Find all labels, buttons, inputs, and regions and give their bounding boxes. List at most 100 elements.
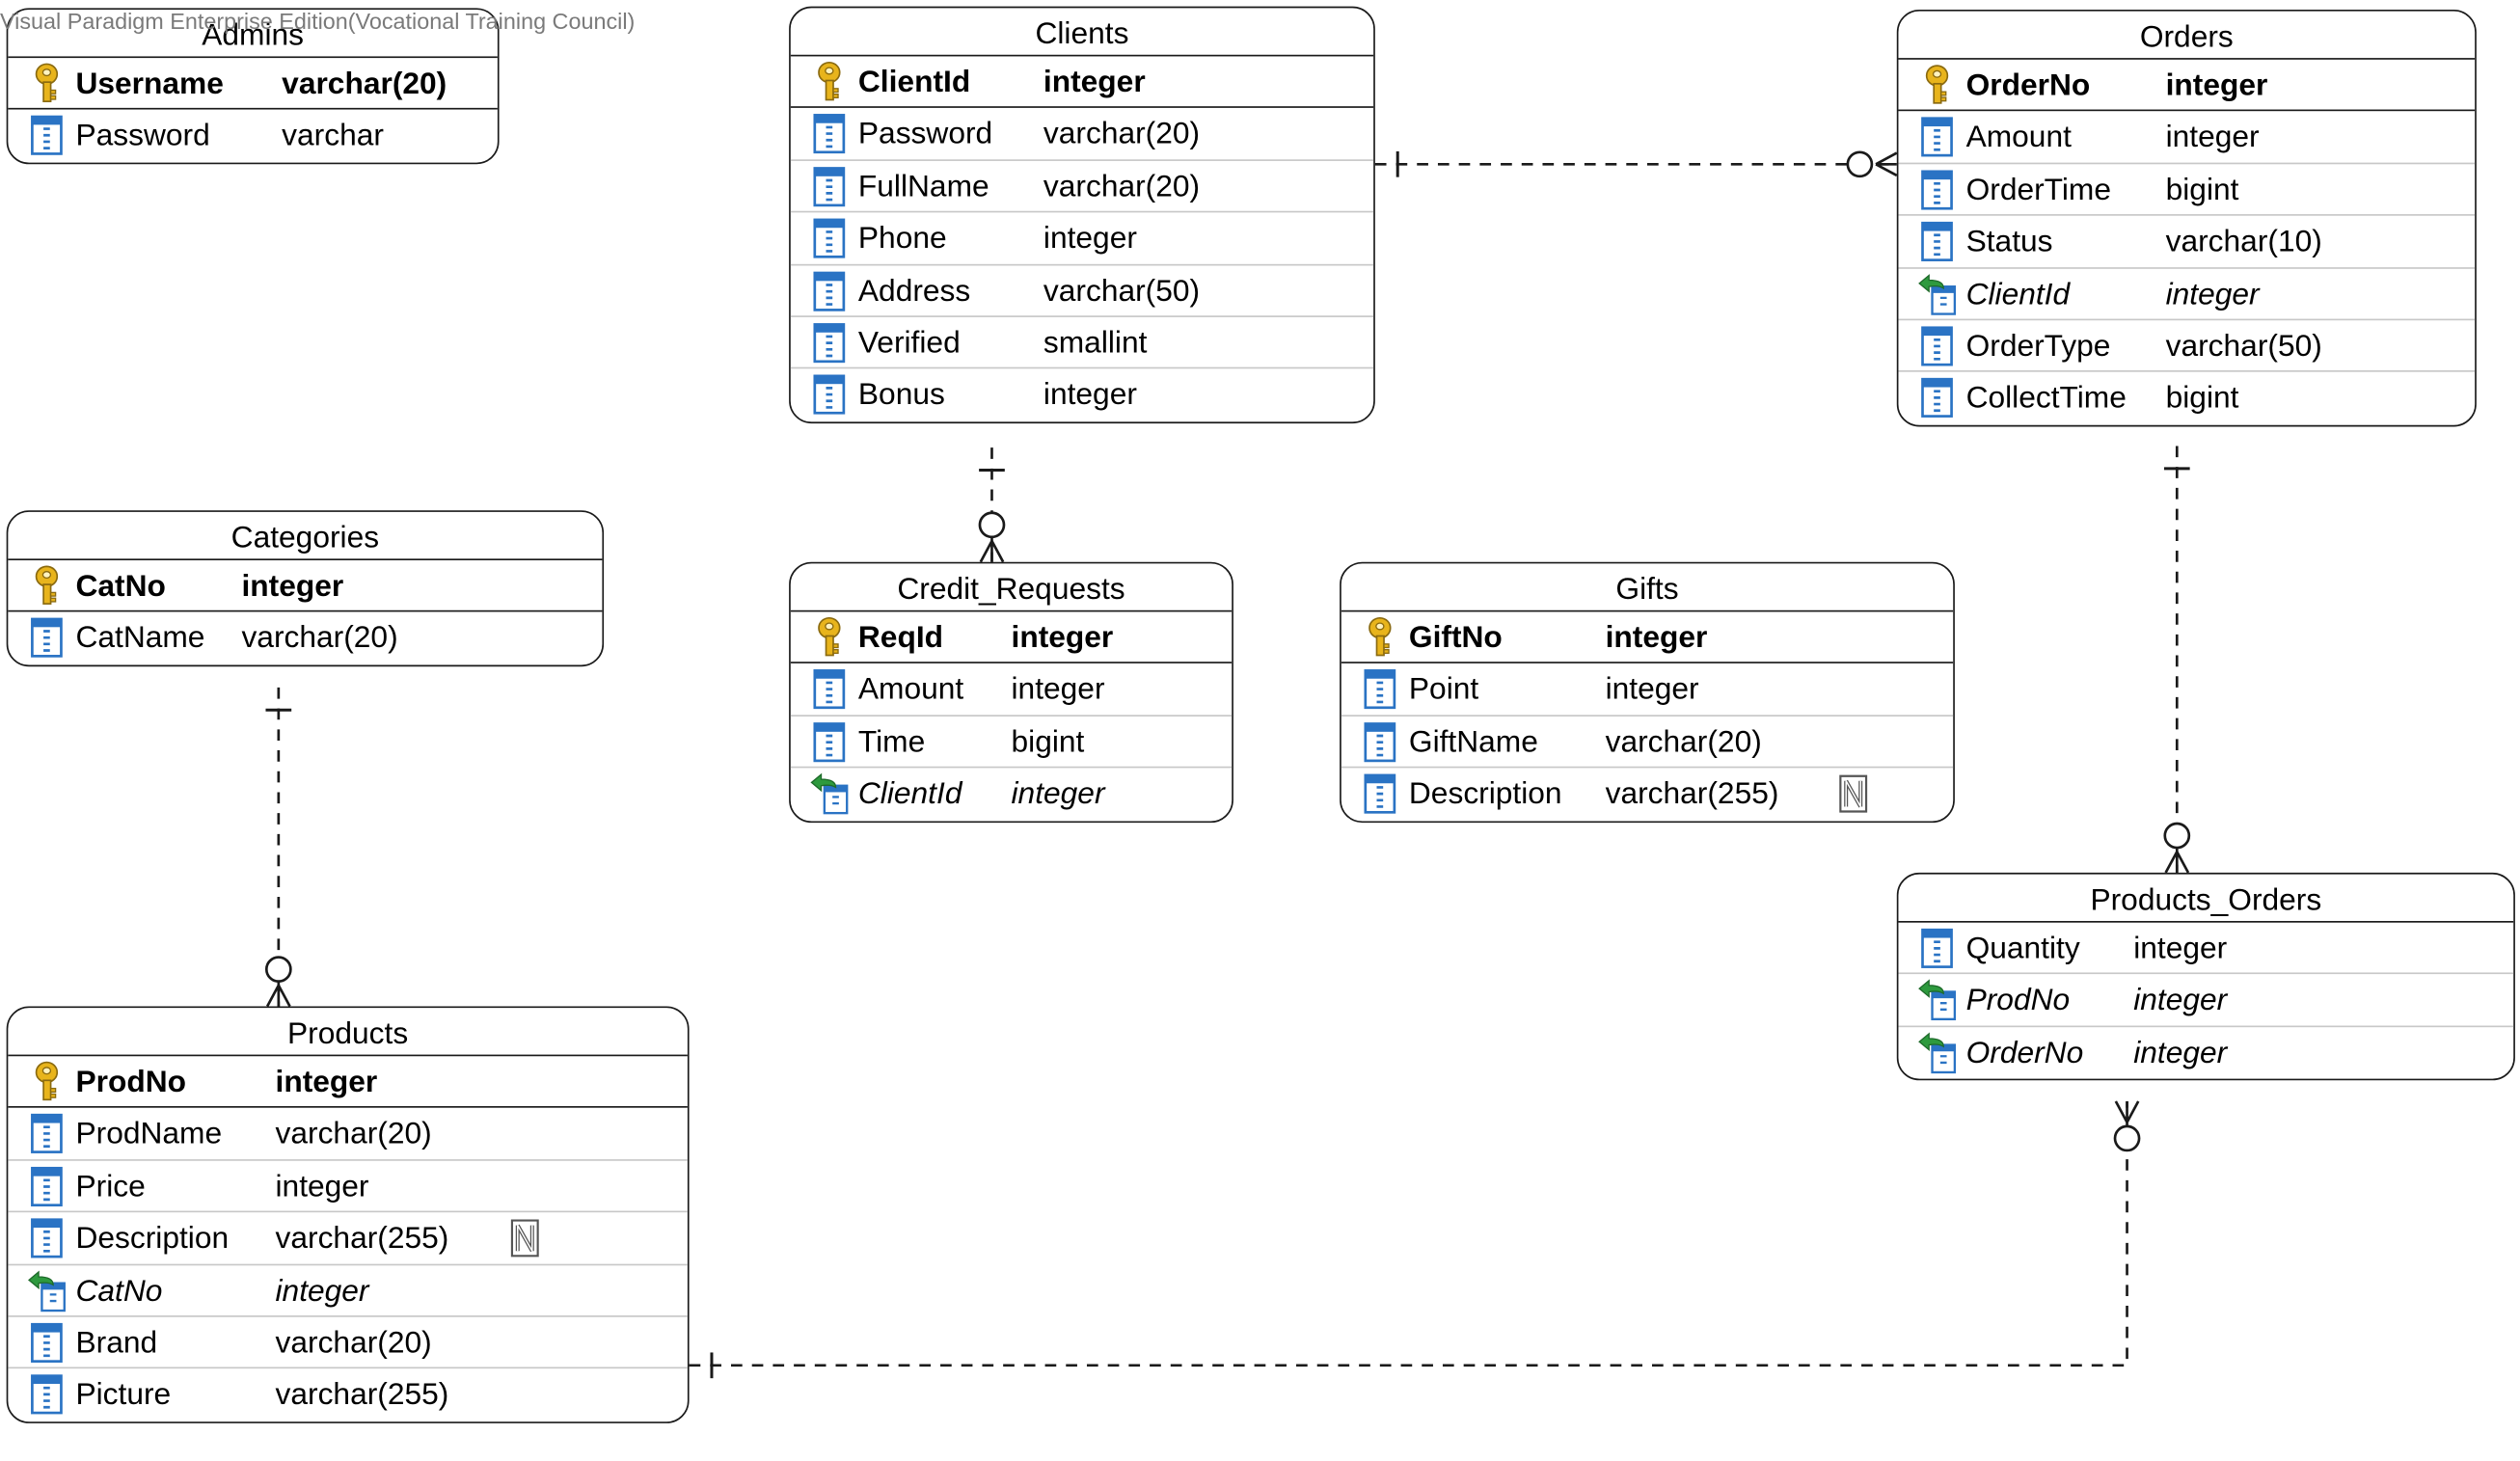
column-icon bbox=[1917, 169, 1956, 210]
column-name: Address bbox=[857, 274, 971, 309]
relationship-products-products-orders[interactable] bbox=[689, 1100, 2141, 1379]
column-name: ProdName bbox=[75, 1118, 223, 1152]
primary-key-icon bbox=[1361, 616, 1399, 658]
column-type: integer bbox=[1011, 777, 1105, 812]
column-icon bbox=[810, 166, 849, 207]
watermark: Visual Paradigm Enterprise Edition(Vocat… bbox=[0, 8, 636, 35]
relationship-clients-orders[interactable] bbox=[1374, 150, 1898, 178]
relationship-categories-products[interactable] bbox=[264, 687, 292, 1008]
column-name: Description bbox=[1408, 777, 1562, 812]
column-name: OrderNo bbox=[1965, 68, 2091, 103]
zero-marker bbox=[2163, 822, 2191, 850]
column-row-time[interactable]: Time bigint bbox=[790, 717, 1233, 769]
column-icon bbox=[810, 270, 849, 311]
column-name: Quantity bbox=[1965, 932, 2080, 966]
column-type: integer bbox=[1605, 621, 1708, 656]
relationship-clients-credit-requests[interactable] bbox=[978, 447, 1006, 563]
column-type: varchar(255) bbox=[275, 1222, 449, 1257]
primary-key-icon bbox=[810, 61, 849, 102]
foreign-key-icon bbox=[1917, 980, 1957, 1021]
column-type: varchar(20) bbox=[275, 1326, 432, 1361]
zero-marker bbox=[978, 511, 1006, 539]
column-name: CollectTime bbox=[1965, 382, 2127, 417]
column-name: ClientId bbox=[857, 777, 962, 812]
column-type: integer bbox=[1011, 621, 1114, 656]
column-row-collecttime[interactable]: CollectTime bigint bbox=[1898, 372, 2475, 424]
column-name: ClientId bbox=[1965, 278, 2071, 312]
column-type: integer bbox=[1011, 673, 1105, 708]
primary-key-icon bbox=[27, 1061, 66, 1102]
column-type: bigint bbox=[1011, 725, 1085, 760]
column-icon bbox=[27, 1218, 66, 1259]
column-row-prodname[interactable]: ProdName varchar(20) bbox=[8, 1108, 688, 1161]
column-icon bbox=[810, 218, 849, 259]
relationship-line bbox=[689, 1101, 2128, 1367]
column-type: varchar(10) bbox=[2165, 226, 2322, 260]
column-icon bbox=[810, 374, 849, 416]
primary-key-icon bbox=[810, 616, 849, 658]
column-type: varchar bbox=[282, 120, 384, 154]
column-type: varchar(20) bbox=[275, 1118, 432, 1152]
column-type: bigint bbox=[2165, 382, 2239, 417]
column-icon bbox=[810, 322, 849, 364]
entity-title: Gifts bbox=[1341, 563, 1954, 612]
entity-title: Orders bbox=[1898, 12, 2476, 60]
column-row-reqid[interactable]: ReqId integer bbox=[790, 611, 1233, 664]
column-row-clientid[interactable]: ClientId integer bbox=[791, 769, 1232, 821]
column-type: integer bbox=[1043, 222, 1137, 257]
nullable-icon bbox=[1835, 773, 1871, 815]
column-name: Time bbox=[857, 725, 926, 760]
column-icon bbox=[27, 617, 66, 659]
relationship-orders-products-orders[interactable] bbox=[2163, 446, 2191, 874]
column-type: integer bbox=[241, 570, 344, 605]
column-type: varchar(20) bbox=[241, 622, 398, 657]
primary-key-icon bbox=[27, 565, 66, 607]
entity-title: Clients bbox=[790, 8, 1374, 57]
column-icon bbox=[810, 669, 849, 711]
column-name: GiftName bbox=[1408, 725, 1538, 760]
column-name: ReqId bbox=[857, 621, 944, 656]
column-type: smallint bbox=[1043, 326, 1148, 361]
column-name: ClientId bbox=[857, 66, 971, 100]
